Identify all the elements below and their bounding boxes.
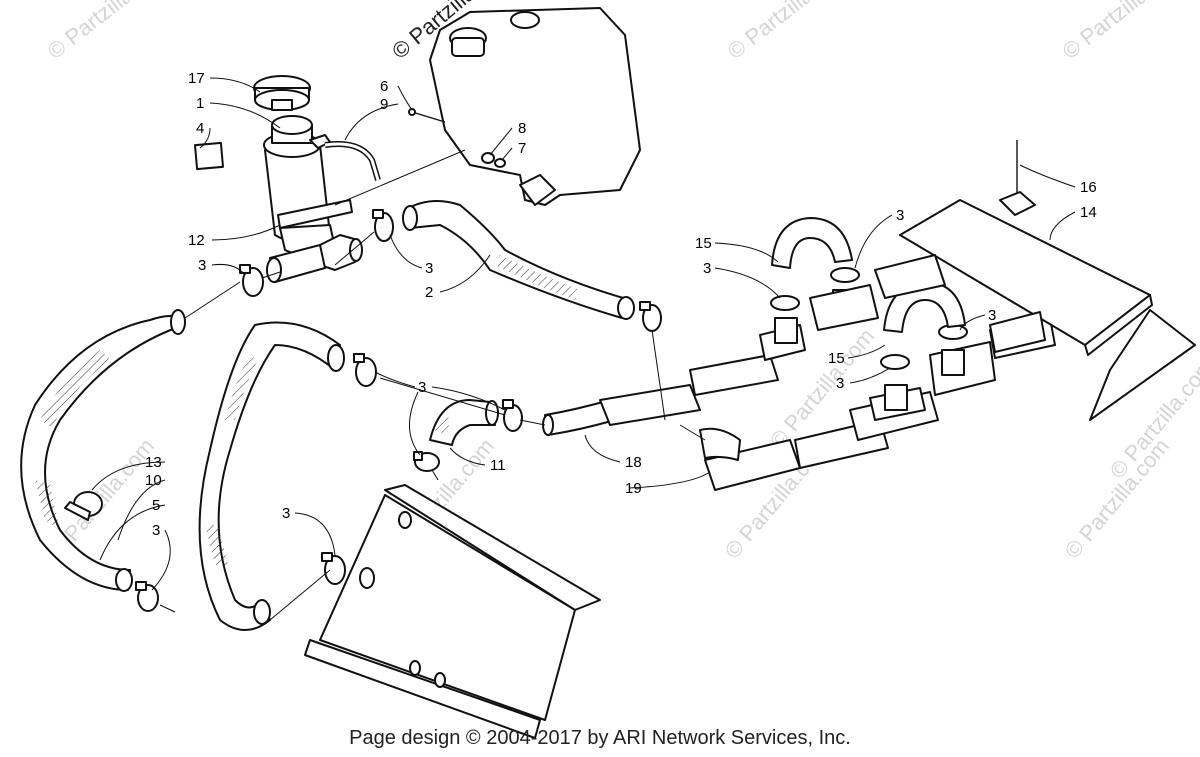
callout-3: 3 xyxy=(703,260,711,277)
callout-15: 15 xyxy=(828,350,845,367)
filler-neck-assembly xyxy=(263,115,363,283)
callout-8: 8 xyxy=(518,120,526,137)
coolant-reservoir-tank xyxy=(429,7,641,206)
callout-1: 1 xyxy=(196,95,204,112)
callout-3: 3 xyxy=(282,505,290,522)
callout-3: 3 xyxy=(425,260,433,277)
watermark: © Partzilla.com xyxy=(1058,0,1190,64)
callout-3: 3 xyxy=(418,379,426,396)
callout-15: 15 xyxy=(695,235,712,252)
decal xyxy=(194,141,224,171)
hose-clamp xyxy=(135,581,159,612)
hose-clamp xyxy=(321,552,346,585)
callout-5: 5 xyxy=(152,497,160,514)
callout-16: 16 xyxy=(1080,179,1097,196)
hose-lower-middle xyxy=(198,321,345,631)
radiator-cap xyxy=(253,75,311,111)
vent-hose xyxy=(324,141,381,181)
callout-12: 12 xyxy=(188,232,205,249)
callout-9: 9 xyxy=(380,96,388,113)
callout-10: 10 xyxy=(145,472,162,489)
callout-19: 19 xyxy=(625,480,642,497)
hose-clamp xyxy=(372,209,394,242)
heat-exchanger-panel xyxy=(809,199,1196,421)
callout-3: 3 xyxy=(152,522,160,539)
callout-14: 14 xyxy=(1080,204,1097,221)
callout-6: 6 xyxy=(380,78,388,95)
hose-upper xyxy=(402,200,635,320)
rivet-fastener xyxy=(999,140,1036,216)
callout-13: 13 xyxy=(145,454,162,471)
hose-lower-left xyxy=(20,309,186,592)
hose-clamp xyxy=(502,399,523,432)
watermark: © Partzilla.com xyxy=(723,0,855,64)
leader-lines xyxy=(91,77,1076,621)
callout-4: 4 xyxy=(196,120,204,137)
hose-clamp xyxy=(770,295,800,311)
hose-clamp xyxy=(413,451,440,472)
page-footer: Page design © 2004-2017 by ARI Network S… xyxy=(349,727,851,749)
spring-clamp xyxy=(64,491,103,521)
nut xyxy=(494,158,506,168)
bolt xyxy=(408,108,446,123)
hose-clamp xyxy=(239,264,264,297)
callout-7: 7 xyxy=(518,140,526,157)
hose-clamp xyxy=(830,267,860,283)
callout-3: 3 xyxy=(896,207,904,224)
washer xyxy=(481,152,495,164)
hose-clamp xyxy=(880,354,910,370)
hose-clamp xyxy=(639,301,662,332)
callout-labels: 17 1 4 12 3 6 9 8 7 3 2 15 3 3 16 14 3 1… xyxy=(145,70,1097,539)
callout-3: 3 xyxy=(198,257,206,274)
hose-elbow xyxy=(429,399,499,446)
heat-exchanger-front xyxy=(542,324,806,436)
callout-3: 3 xyxy=(836,375,844,392)
callout-2: 2 xyxy=(425,284,433,301)
hose-clamp xyxy=(353,353,377,387)
callout-18: 18 xyxy=(625,454,642,471)
callout-17: 17 xyxy=(188,70,205,87)
callout-11: 11 xyxy=(490,457,506,474)
skid-plate-radiator xyxy=(304,484,601,739)
callout-3: 3 xyxy=(988,307,996,324)
watermark: © Partzilla.com xyxy=(43,0,175,64)
